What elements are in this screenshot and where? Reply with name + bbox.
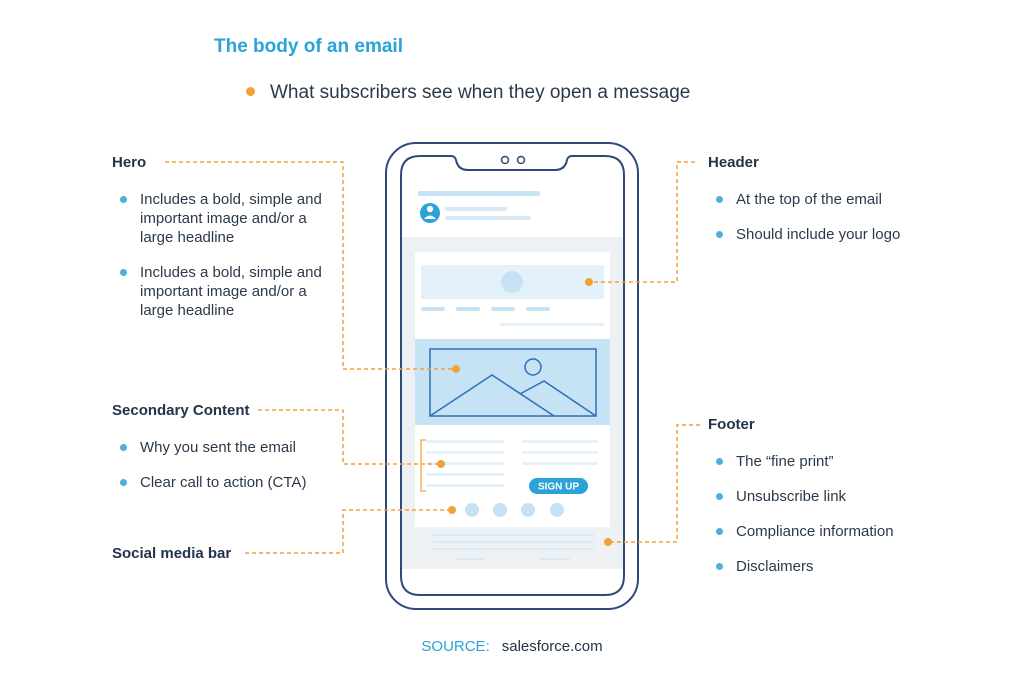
header-logo bbox=[501, 271, 523, 293]
footer-bullet: Unsubscribe link bbox=[714, 487, 954, 506]
social-connector bbox=[245, 509, 452, 554]
subtitle-bullet-icon bbox=[246, 87, 255, 96]
footer-title: Footer bbox=[708, 416, 755, 433]
hero-image-mountain-small bbox=[519, 380, 597, 417]
secondary-content-bullet: Clear call to action (CTA) bbox=[118, 473, 348, 492]
footer-bullet: Compliance information bbox=[714, 522, 954, 541]
social-icon-3 bbox=[521, 503, 535, 517]
secondary-text-right bbox=[522, 440, 598, 465]
hero-block bbox=[415, 339, 610, 425]
signup-button bbox=[529, 478, 588, 494]
secondary-content-title: Secondary Content bbox=[112, 402, 250, 419]
footer-bullet: Disclaimers bbox=[714, 557, 954, 576]
header-bullet: At the top of the email bbox=[714, 190, 954, 209]
footer-lines bbox=[432, 534, 594, 560]
sender-line-2 bbox=[445, 216, 531, 220]
nav-item-1 bbox=[421, 307, 445, 311]
source-label: SOURCE: bbox=[421, 638, 490, 655]
secondary-text-left bbox=[426, 440, 504, 487]
hero-image-frame bbox=[429, 348, 597, 417]
social-icon-1 bbox=[465, 503, 479, 517]
app-header-bar bbox=[418, 191, 540, 196]
header-bullet: Should include your logo bbox=[714, 225, 954, 244]
social-media-bar-title: Social media bar bbox=[112, 545, 232, 562]
hero-connector bbox=[165, 161, 456, 370]
secondary-content-bullet: Why you sent the email bbox=[118, 438, 348, 457]
avatar-body bbox=[424, 215, 436, 219]
hero-bullets: Includes a bold, simple and important im… bbox=[118, 190, 323, 336]
social-connector-dot bbox=[448, 506, 456, 514]
header-connector bbox=[589, 161, 695, 283]
nav-item-2 bbox=[456, 307, 480, 311]
footer-bullet: The “fine print” bbox=[714, 452, 954, 471]
sender-line-1 bbox=[445, 207, 507, 211]
nav-item-3 bbox=[491, 307, 515, 311]
footer-bullets: The “fine print” Unsubscribe link Compli… bbox=[714, 452, 954, 592]
connectors bbox=[165, 161, 700, 554]
header-connector-dot bbox=[585, 278, 593, 286]
signup-button-label: SIGN UP bbox=[538, 482, 579, 493]
page-title: The body of an email bbox=[214, 36, 403, 57]
hero-image-mountains bbox=[429, 374, 555, 417]
social-icon-4 bbox=[550, 503, 564, 517]
secondary-content-bullets: Why you sent the email Clear call to act… bbox=[118, 438, 348, 508]
secondary-connector-dot bbox=[437, 460, 445, 468]
hero-connector-dot bbox=[452, 365, 460, 373]
connector-endpoints bbox=[437, 278, 612, 546]
header-text-line bbox=[500, 323, 604, 326]
header-title: Header bbox=[708, 154, 759, 171]
source-credit: SOURCE: salesforce.com bbox=[0, 638, 1024, 655]
secondary-connector bbox=[258, 409, 441, 465]
hero-bullet: Includes a bold, simple and important im… bbox=[118, 263, 323, 320]
footer-connector-dot bbox=[604, 538, 612, 546]
source-value: salesforce.com bbox=[501, 638, 603, 655]
secondary-bracket bbox=[420, 439, 426, 492]
avatar-head bbox=[426, 205, 434, 213]
hero-image-sun bbox=[524, 358, 542, 376]
nav-item-4 bbox=[526, 307, 550, 311]
header-bullets: At the top of the email Should include y… bbox=[714, 190, 954, 260]
social-icon-2 bbox=[493, 503, 507, 517]
phone-mockup: SIGN UP bbox=[385, 142, 639, 610]
hero-bullet: Includes a bold, simple and important im… bbox=[118, 190, 323, 247]
camera-dot-right bbox=[516, 155, 526, 165]
camera-dot-left bbox=[500, 155, 510, 165]
page-subtitle: What subscribers see when they open a me… bbox=[270, 82, 691, 103]
hero-title: Hero bbox=[112, 154, 147, 171]
